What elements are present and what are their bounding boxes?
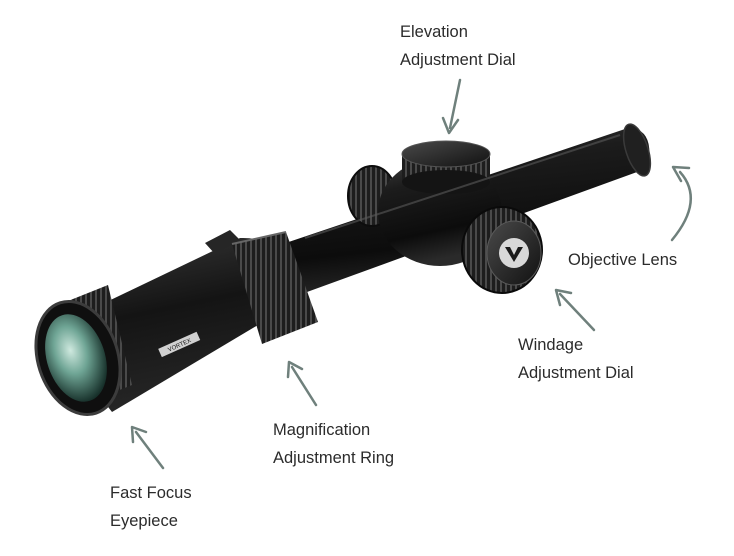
- magnification-ring-edge: [231, 231, 287, 245]
- brand-logo-badge: [499, 238, 529, 268]
- ocular-lens: [45, 314, 107, 402]
- brand-marking-plate: [158, 331, 201, 358]
- elevation-dial-label: Elevation Adjustment Dial: [400, 23, 516, 69]
- elevation-arrow: [448, 78, 462, 130]
- throw-lever: [205, 230, 240, 254]
- magnification-arrow: [290, 365, 318, 407]
- windage-arrowhead: [554, 288, 573, 307]
- callout-arrows: [130, 78, 692, 470]
- eyepiece-arrow: [134, 430, 165, 470]
- windage-arrow: [558, 292, 596, 332]
- magnification-ring: [232, 232, 318, 344]
- eyepiece-label: Fast Focus Eyepiece: [110, 484, 192, 530]
- elevation-arrowhead: [441, 116, 460, 135]
- objective-lens-label: Objective Lens: [568, 251, 678, 269]
- windage-dial-label: Windage Adjustment Dial: [518, 336, 634, 382]
- magnification-ring-label: Magnification Adjustment Ring: [273, 421, 395, 467]
- elevation-dial-bottom: [402, 170, 490, 194]
- rifle-scope-illustration: VORTEX: [34, 123, 652, 417]
- tube-highlight: [304, 134, 621, 239]
- eyepiece-arrowhead: [130, 425, 148, 444]
- elevation-dial-cap: [401, 140, 491, 168]
- objective-arrowhead: [671, 165, 691, 183]
- magnification-arrowhead: [286, 360, 304, 379]
- brand-logo-mark: [505, 247, 523, 262]
- objective-arrow: [670, 170, 692, 242]
- objective-bell: [622, 123, 652, 177]
